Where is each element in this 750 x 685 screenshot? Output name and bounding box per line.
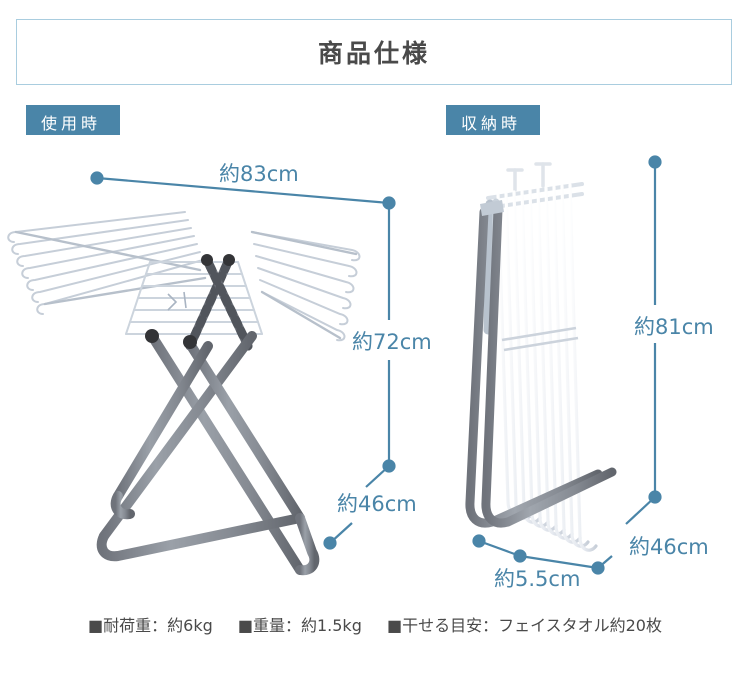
- folded-leg-caps: [480, 200, 504, 216]
- dim-label-depth-46: 約46cm: [337, 492, 417, 516]
- strut-cap-left: [201, 254, 213, 266]
- drying-rack-folded-svg: [465, 162, 617, 552]
- strut-cap-right: [223, 254, 235, 266]
- cross-rail: [501, 326, 579, 352]
- left-wing-bars: [7, 211, 204, 315]
- page-title: 商品仕様: [317, 39, 430, 68]
- spec-item-weight: ■重量：約1.5kg: [237, 616, 362, 635]
- center-clip-detail: [167, 291, 187, 311]
- page-title-box: 商品仕様: [16, 19, 732, 85]
- dim-label-height-72: 約72cm: [352, 330, 432, 354]
- top-rail: [486, 182, 584, 210]
- spec-item-capacity: ■干せる目安：フェイスタオル約20枚: [386, 616, 662, 635]
- section-tag-in-use: 使用時: [26, 105, 120, 135]
- dim-label-thickness-55: 約5.5cm: [494, 567, 581, 591]
- upper-cross-struts: [185, 254, 253, 351]
- drying-rack-open-svg: [7, 211, 361, 576]
- spec-summary-row: ■耐荷重：約6kg ■重量：約1.5kg ■干せる目安：フェイスタオル約20枚: [0, 612, 750, 636]
- folded-legs: [465, 205, 617, 528]
- spec-item-load-capacity: ■耐荷重：約6kg: [88, 616, 213, 635]
- dim-label-height-81: 約81cm: [634, 315, 714, 339]
- dim-label-depth-46b: 約46cm: [629, 535, 709, 559]
- section-tag-stored: 収納時: [446, 105, 540, 135]
- leg-caps: [145, 329, 197, 349]
- leg-frame: [99, 331, 305, 575]
- leg-feet: [96, 491, 320, 576]
- dim-label-width-83: 約83cm: [219, 162, 299, 186]
- product-illustration-stored: [430, 150, 660, 580]
- right-wing-bars: [251, 231, 361, 342]
- top-hooks: [506, 162, 552, 192]
- support-post: [483, 199, 495, 335]
- product-illustration-in-use: [0, 150, 420, 580]
